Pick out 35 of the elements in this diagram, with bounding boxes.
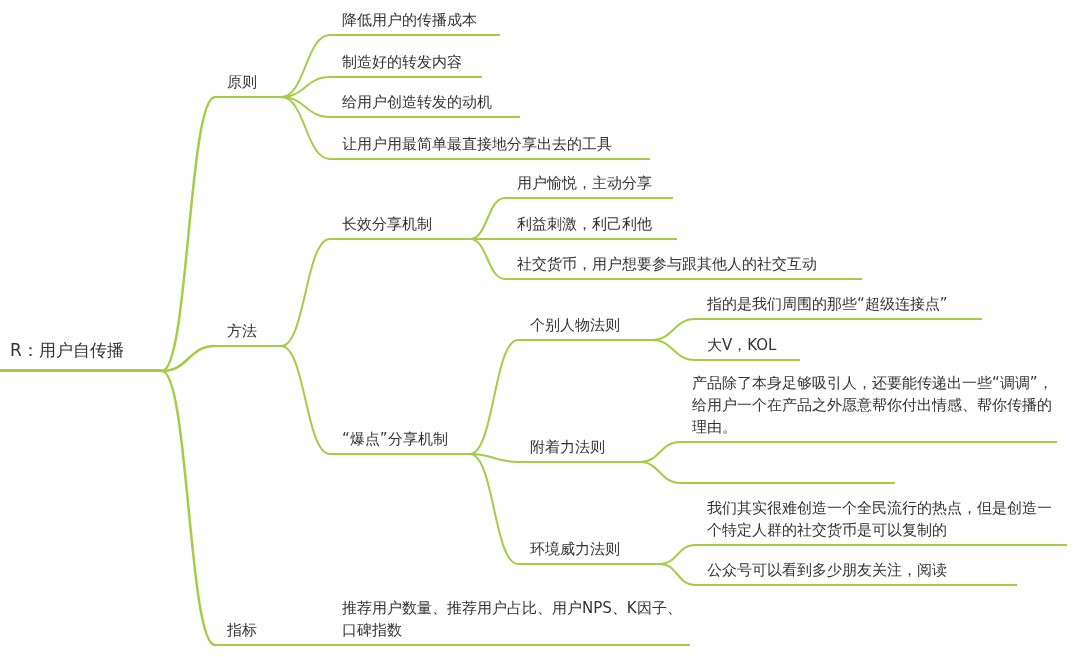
underline-branch — [680, 482, 895, 484]
branch-connector — [659, 563, 696, 586]
branch-connector — [469, 453, 519, 565]
topic-label: 公众号可以看到多少朋友关注，阅读 — [695, 559, 1017, 586]
topic-label: 附着力法则 — [518, 436, 640, 463]
topic-label: 让用户用最简单最直接地分享出去的工具 — [330, 133, 650, 160]
branch-connector — [651, 339, 696, 361]
topic-label: 指的是我们周围的那些“超级连接点” — [695, 293, 982, 320]
branch-connector — [280, 238, 331, 347]
branch-connector — [274, 644, 331, 646]
topic-label: 产品除了本身足够吸引人，还要能传递出一些“调调”，给用户一个在产品之外愿意帮你付出情感、帮你传播的理由。 — [680, 372, 1057, 443]
root-topic: R：用户自传播 — [0, 339, 162, 372]
topic-label: 利益刺激，利己利他 — [505, 213, 677, 240]
topic-label: 原则 — [215, 71, 281, 98]
topic-label: 社交货币，用户想要参与跟其他人的社交互动 — [505, 253, 862, 280]
topic-label: 用户愉悦，主动分享 — [505, 172, 673, 199]
topic-label: 制造好的转发内容 — [330, 51, 482, 78]
topic-label: 推荐用户数量、推荐用户占比、用户NPS、K因子、口碑指数 — [330, 597, 690, 646]
topic-label: 方法 — [215, 320, 281, 347]
branch-connector — [280, 345, 331, 455]
branch-connector — [161, 370, 216, 646]
topic-label: 大V，KOL — [695, 334, 800, 361]
topic-label: 长效分享机制 — [330, 213, 470, 240]
branch-connector — [639, 461, 681, 484]
branch-connector — [469, 238, 506, 280]
topic-label: 环境威力法则 — [518, 538, 660, 565]
branch-connector — [280, 96, 331, 160]
branch-connector — [469, 339, 519, 455]
branch-connector — [161, 96, 216, 372]
topic-label: “爆点”分享机制 — [330, 428, 470, 455]
topic-label: 给用户创造转发的动机 — [330, 91, 520, 118]
topic-label: 我们其实很难创造一个全民流行的热点，但是创造一个特定人群的社交货币是可以复制的 — [695, 497, 1067, 546]
topic-label: 指标 — [215, 619, 275, 646]
topic-label: 降低用户的传播成本 — [330, 9, 500, 36]
topic-label: 个别人物法则 — [518, 314, 652, 341]
